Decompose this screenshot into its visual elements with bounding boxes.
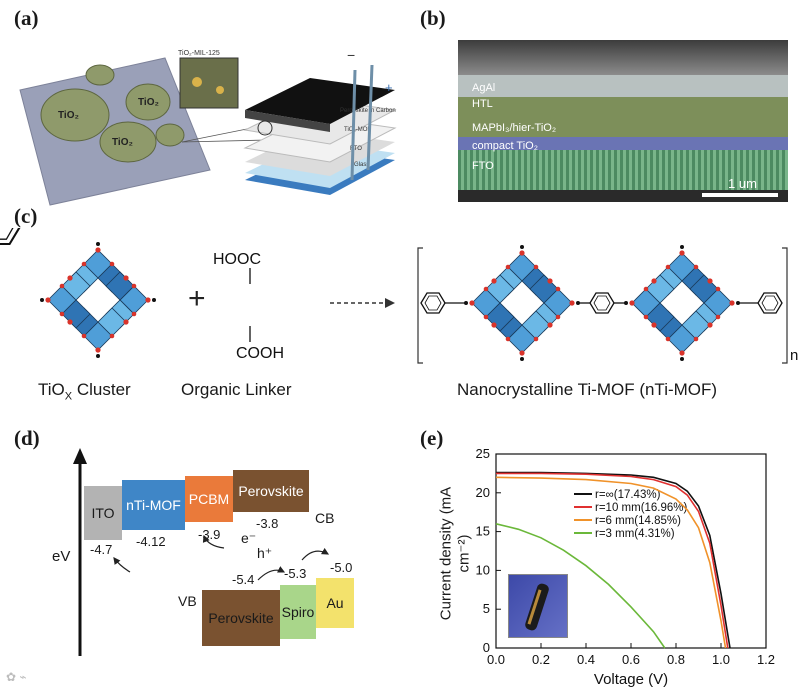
cb-box-nti-mof-label: nTi-MOF: [126, 497, 181, 513]
plus-sign: +: [188, 282, 206, 315]
stack-label-1: TiO₂-MOF: [344, 127, 371, 133]
particle-label-3: TiO₂: [112, 137, 133, 148]
x-tick-label: 0.4: [577, 652, 595, 667]
panel-e-label: (e): [420, 426, 444, 450]
mof-synthesis-scheme: + HOOC COOH n: [0, 228, 798, 364]
sem-layer-label-1: HTL: [472, 98, 493, 110]
sem-layer-label-4: FTO: [472, 160, 494, 172]
vb-box-perovskite: Perovskite: [202, 590, 280, 646]
vb-label: VB: [178, 593, 197, 609]
y-tick-label: 15: [476, 524, 490, 539]
particle-label-1: TiO₂: [58, 110, 79, 121]
cb-box-pcbm-label: PCBM: [188, 491, 230, 507]
panel-a-label: (a): [14, 6, 39, 30]
x-tick-label: 0.0: [487, 652, 505, 667]
sem-layer-label-3: compact TiO₂: [472, 140, 539, 152]
y-tick-label: 20: [476, 485, 490, 500]
x-axis-label: Voltage (V): [594, 671, 668, 688]
vb-box-spiro-label: Spiro: [281, 604, 315, 620]
nti-mof-product: n: [417, 244, 798, 364]
tio2-particles: [40, 64, 185, 163]
svg-text:HOOC: HOOC: [213, 251, 261, 268]
layer-stack: [243, 78, 397, 195]
scale-bar: [702, 193, 778, 197]
series-line-1: [496, 472, 729, 649]
x-tick-label: 0.8: [667, 652, 685, 667]
watermark: ✿ ⌁: [6, 670, 27, 684]
x-tick-label: 0.2: [532, 652, 550, 667]
vb-value-au: -5.0: [330, 560, 353, 575]
cb-value-nti-mof: -4.12: [136, 534, 166, 549]
vb-value-perovskite: -5.4: [232, 572, 255, 587]
legend-label-1: r=10 mm(16.96%): [595, 502, 688, 514]
cb-box-ito: ITO: [84, 486, 122, 540]
sem-layer-label-2: MAPbI₃/hier-TiO₂: [472, 122, 557, 134]
y-tick-label: 5: [483, 601, 490, 616]
cluster-caption-text: TiO: [38, 380, 65, 399]
scale-bar-label: 1 um: [728, 176, 757, 191]
vb-box-spiro: Spiro: [280, 585, 316, 639]
inset-label: TiO₂-MIL-125: [178, 50, 220, 57]
charge-transfer-arrows: [113, 534, 330, 581]
x-tick-label: 1.0: [712, 652, 730, 667]
vb-box-au: Au: [316, 578, 354, 628]
product-caption: Nanocrystalline Ti-MOF (nTi-MOF): [457, 380, 718, 399]
panel-c-label: (c): [14, 204, 38, 228]
vb-box-perovskite-label: Perovskite: [208, 610, 274, 626]
cluster-caption-sub: X: [64, 390, 73, 403]
y-tick-label: 0: [483, 640, 490, 655]
cb-box-pcbm: PCBM: [185, 476, 233, 522]
cb-label: CB: [315, 510, 335, 526]
legend-label-2: r=6 mm(14.85%): [595, 515, 681, 527]
x-tick-label: 1.2: [757, 652, 775, 667]
tiox-cluster: [39, 241, 157, 359]
svg-text:COOH: COOH: [236, 345, 284, 362]
svg-text:n: n: [790, 347, 798, 364]
stack-label-2: FTO: [350, 146, 362, 152]
cb-value-ito: -4.7: [90, 542, 113, 557]
cluster-caption-suffix: Cluster: [72, 380, 131, 399]
hole-symbol: h⁺: [257, 545, 273, 561]
series-line-3: [495, 523, 666, 649]
linker-caption: Organic Linker: [181, 380, 292, 399]
panel-d-label: (d): [14, 426, 40, 450]
cb-box-perovskite: Perovskite: [233, 470, 309, 512]
jv-inset-photo: [508, 574, 568, 638]
energy-axis: [73, 448, 87, 656]
stack-label-0: Perovskite in Carbon: [340, 108, 396, 114]
cluster-caption: TiOX Cluster: [38, 380, 131, 402]
vb-box-au-label: Au: [326, 595, 344, 611]
legend-label-0: r=∞(17.43%): [595, 489, 661, 501]
stack-label-3: Glass: [354, 162, 369, 168]
sem-cross-section: AgAl HTL MAPbI₃/hier-TiO₂ compact TiO₂ F…: [458, 40, 788, 202]
device-schematic: TiO₂ TiO₂ TiO₂ TiO₂-MIL-125 Perovskite i…: [19, 47, 397, 206]
x-tick-label: 0.6: [622, 652, 640, 667]
energy-axis-label: eV: [52, 548, 71, 565]
particle-label-2: TiO₂: [138, 97, 159, 108]
organic-linker: HOOC COOH: [0, 228, 284, 362]
y-tick-label: 10: [476, 562, 490, 577]
y-tick-label: 25: [476, 446, 490, 461]
legend-label-3: r=3 mm(4.31%): [595, 528, 675, 540]
electron-symbol: e⁻: [241, 530, 257, 546]
cb-value-perovskite: -3.8: [256, 516, 279, 531]
cb-box-perovskite-label: Perovskite: [238, 483, 304, 499]
sem-layer-label-0: AgAl: [472, 82, 496, 94]
polarity-minus: −: [347, 47, 355, 63]
vb-value-spiro: -5.3: [284, 566, 307, 581]
series-line-2: [495, 476, 727, 649]
cb-box-ito-label: ITO: [91, 505, 115, 521]
panel-b-label: (b): [420, 6, 446, 30]
cb-box-nti-mof: nTi-MOF: [122, 480, 185, 530]
inset-image: [179, 57, 239, 109]
polarity-plus: +: [385, 80, 393, 95]
